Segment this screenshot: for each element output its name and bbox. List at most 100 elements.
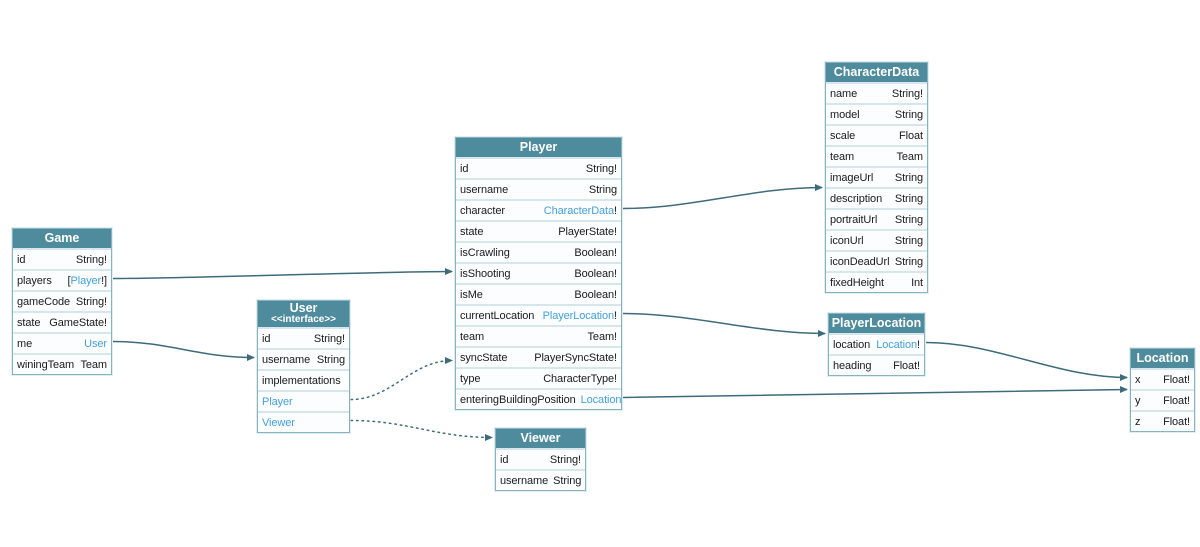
entity-title: User (289, 301, 318, 315)
entity-title: Player (519, 140, 558, 154)
type-reference-link[interactable]: Location (580, 393, 622, 406)
type-text: Boolean! (574, 288, 617, 301)
field-name: username (262, 353, 311, 366)
field-row-player[interactable]: Player (258, 390, 349, 411)
field-name: heading (833, 359, 872, 372)
type-text: Int (911, 276, 923, 289)
entity-header[interactable]: Viewer (496, 429, 585, 448)
edge-playerlocation-location-to-location (925, 341, 1128, 381)
type-reference-link[interactable]: PlayerLocation (542, 309, 615, 322)
field-type: String (895, 193, 923, 205)
entity-stereotype: <<interface>> (270, 314, 337, 325)
type-text: [ (67, 274, 71, 287)
entity-header[interactable]: Game (13, 229, 111, 248)
field-row-iconurl[interactable]: iconUrl String (826, 229, 927, 250)
field-name: iconUrl (830, 234, 864, 247)
field-row-fixedheight[interactable]: fixedHeight Int (826, 271, 927, 292)
type-reference-link[interactable]: Location (876, 338, 918, 351)
type-text: CharacterType! (543, 372, 617, 385)
field-name: Viewer (262, 416, 295, 429)
field-name: model (830, 108, 860, 121)
type-text: String (894, 234, 923, 247)
type-reference-link[interactable]: User (84, 337, 107, 350)
field-row-team[interactable]: team Team! (456, 325, 621, 346)
field-type: String (895, 109, 923, 121)
field-row-model[interactable]: model String (826, 103, 927, 124)
type-text: Team! (587, 330, 618, 343)
edge-player-character-to-characterdata (622, 184, 823, 210)
entity-header[interactable]: CharacterData (826, 63, 927, 82)
field-type: String! (892, 88, 923, 100)
type-reference-link[interactable]: Player (70, 274, 102, 287)
field-row-viewer[interactable]: Viewer (258, 411, 349, 432)
type-text: String! (891, 87, 923, 100)
field-name: isShooting (460, 267, 511, 280)
field-type: String (589, 184, 617, 196)
type-text: Team (80, 358, 108, 371)
entity-header[interactable]: User<<interface>> (258, 301, 349, 327)
field-type: String! (76, 296, 107, 308)
field-name: x (1135, 373, 1141, 386)
field-row-implementations[interactable]: implementations (258, 369, 349, 390)
type-text: PlayerState! (558, 225, 617, 238)
field-row-players[interactable]: players[Player!] (13, 269, 111, 290)
entity-header[interactable]: Location (1131, 349, 1194, 368)
type-text: Float! (1163, 415, 1190, 428)
type-text: GameState! (49, 316, 107, 329)
field-name: character (460, 204, 505, 217)
field-name: fixedHeight (830, 276, 884, 289)
entity-header[interactable]: PlayerLocation (829, 314, 924, 333)
field-name: team (460, 330, 485, 343)
field-type: String! (586, 163, 617, 175)
field-type: CharacterType! (543, 373, 617, 385)
type-text: String! (313, 332, 345, 345)
type-text: String! (75, 253, 107, 266)
field-type: Float (899, 130, 923, 142)
entity-title: Location (1136, 351, 1189, 365)
entity-header[interactable]: Player (456, 138, 621, 157)
type-reference-link[interactable]: CharacterData (543, 204, 615, 217)
type-text: String (894, 108, 923, 121)
entity-title: Viewer (520, 431, 561, 445)
